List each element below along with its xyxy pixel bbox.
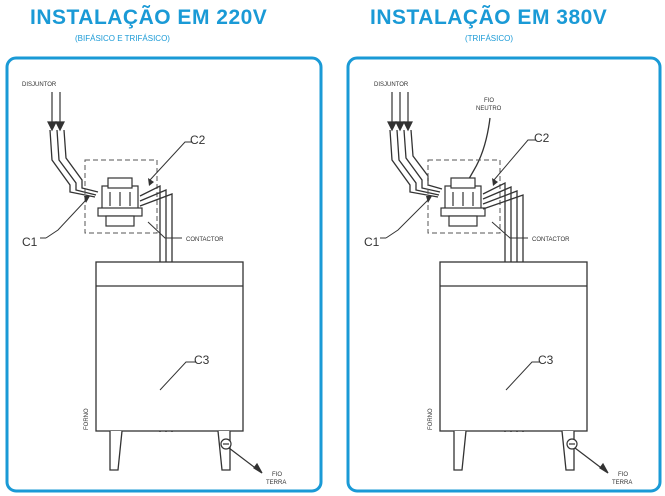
left-oven [95,261,244,471]
left-contactor-box [84,159,158,234]
left-leader-arrows [84,178,154,203]
right-label-fio-neutro-2: NEUTRO [476,106,502,112]
right-oven [439,261,588,471]
left-breaker-arrows [47,92,65,132]
right-cable-c1 [389,129,443,198]
right-label-c1: C1 [364,235,380,249]
left-label-contactor: CONTACTOR [186,237,224,243]
right-breaker-arrows [387,92,413,132]
right-leaders [380,139,540,391]
right-label-contactor: CONTACTOR [532,237,570,243]
right-contactor-box [427,159,501,234]
left-title: INSTALAÇÃO EM 220V [30,6,268,29]
left-panel-frame [5,56,323,493]
left-label-c2: C2 [190,133,206,147]
left-contactor [97,177,143,227]
right-neutral-wire [465,117,491,185]
right-diagram: DISJUNTOR FIO NEUTRO C1 C2 CONTACTOR C3 … [346,56,662,493]
right-subtitle: (TRIFÁSICO) [465,34,513,43]
left-label-c1: C1 [22,235,38,249]
left-subtitle: (BIFÁSICO E TRIFÁSICO) [75,34,170,43]
left-label-disjuntor: DISJUNTOR [22,82,57,88]
right-title: INSTALAÇÃO EM 380V [370,6,608,29]
left-label-terra: TERRA [266,480,286,486]
right-label-fio-neutro-1: FIO [484,98,494,104]
right-contactor [440,177,486,227]
left-label-forno: FORNO [84,408,90,430]
right-label-terra: TERRA [612,480,632,486]
left-leaders [40,141,196,391]
right-leader-arrows [426,178,498,203]
right-ground-icon [566,438,609,474]
right-label-c2: C2 [534,131,550,145]
left-cable-c1 [49,129,99,198]
right-label-c3: C3 [538,353,554,367]
left-diagram: DISJUNTOR C1 C2 CONTACTOR C3 FORNO FIO T… [5,56,323,493]
right-label-disjuntor: DISJUNTOR [374,82,409,88]
right-label-fio: FIO [618,472,628,478]
left-label-fio: FIO [272,472,282,478]
left-label-c3: C3 [194,353,210,367]
right-panel-frame [346,56,662,493]
left-ground-icon [220,438,263,474]
right-label-forno: FORNO [428,408,434,430]
